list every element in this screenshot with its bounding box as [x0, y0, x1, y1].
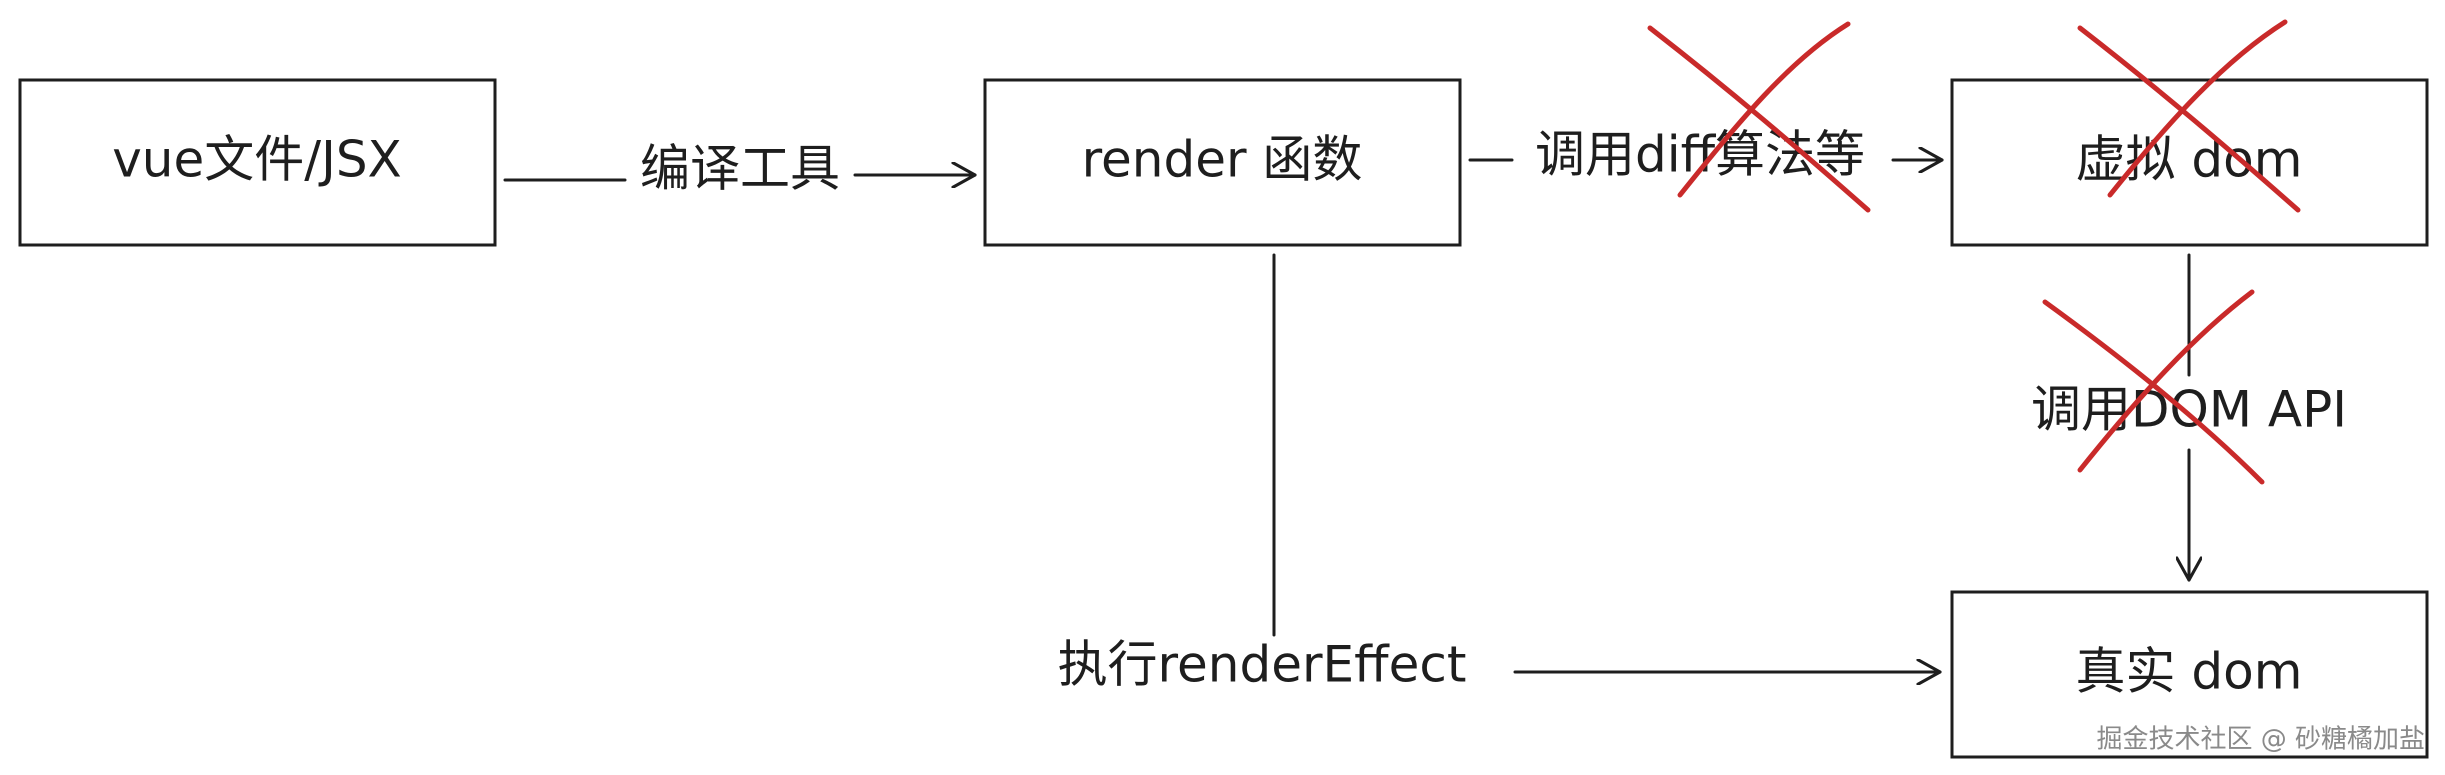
- node-vue-file: vue文件/JSX: [18, 78, 497, 247]
- edge-compile: 编译工具: [503, 140, 975, 198]
- watermark-text: 掘金技术社区 @ 砂糖橘加盐: [2096, 725, 2425, 755]
- cross-mark-dom-api: [2042, 289, 2265, 485]
- cross-mark-virtual-dom: [2077, 19, 2301, 213]
- node-virtual-dom: 虚拟 dom: [1950, 78, 2429, 247]
- edge-diff: 调用diff算法等: [1468, 126, 1942, 184]
- cross-mark-diff: [1647, 21, 1871, 213]
- edge-dom-api-label: 调用DOM API: [2031, 381, 2347, 439]
- edge-dom-api: 调用DOM API: [2031, 253, 2347, 580]
- node-render-function: render 函数: [983, 78, 1462, 247]
- edge-render-effect-label: 执行renderEffect: [1058, 636, 1467, 694]
- edge-compile-label: 编译工具: [640, 140, 840, 198]
- edge-diff-label: 调用diff算法等: [1535, 126, 1865, 184]
- node-virtual-dom-label: 虚拟 dom: [2076, 131, 2303, 189]
- node-real-dom: 真实 dom: [1950, 590, 2429, 759]
- node-render-function-label: render 函数: [1082, 131, 1363, 189]
- node-real-dom-label: 真实 dom: [2076, 643, 2303, 701]
- node-vue-file-label: vue文件/JSX: [112, 131, 402, 189]
- edge-render-effect: 执行renderEffect: [1058, 253, 1940, 694]
